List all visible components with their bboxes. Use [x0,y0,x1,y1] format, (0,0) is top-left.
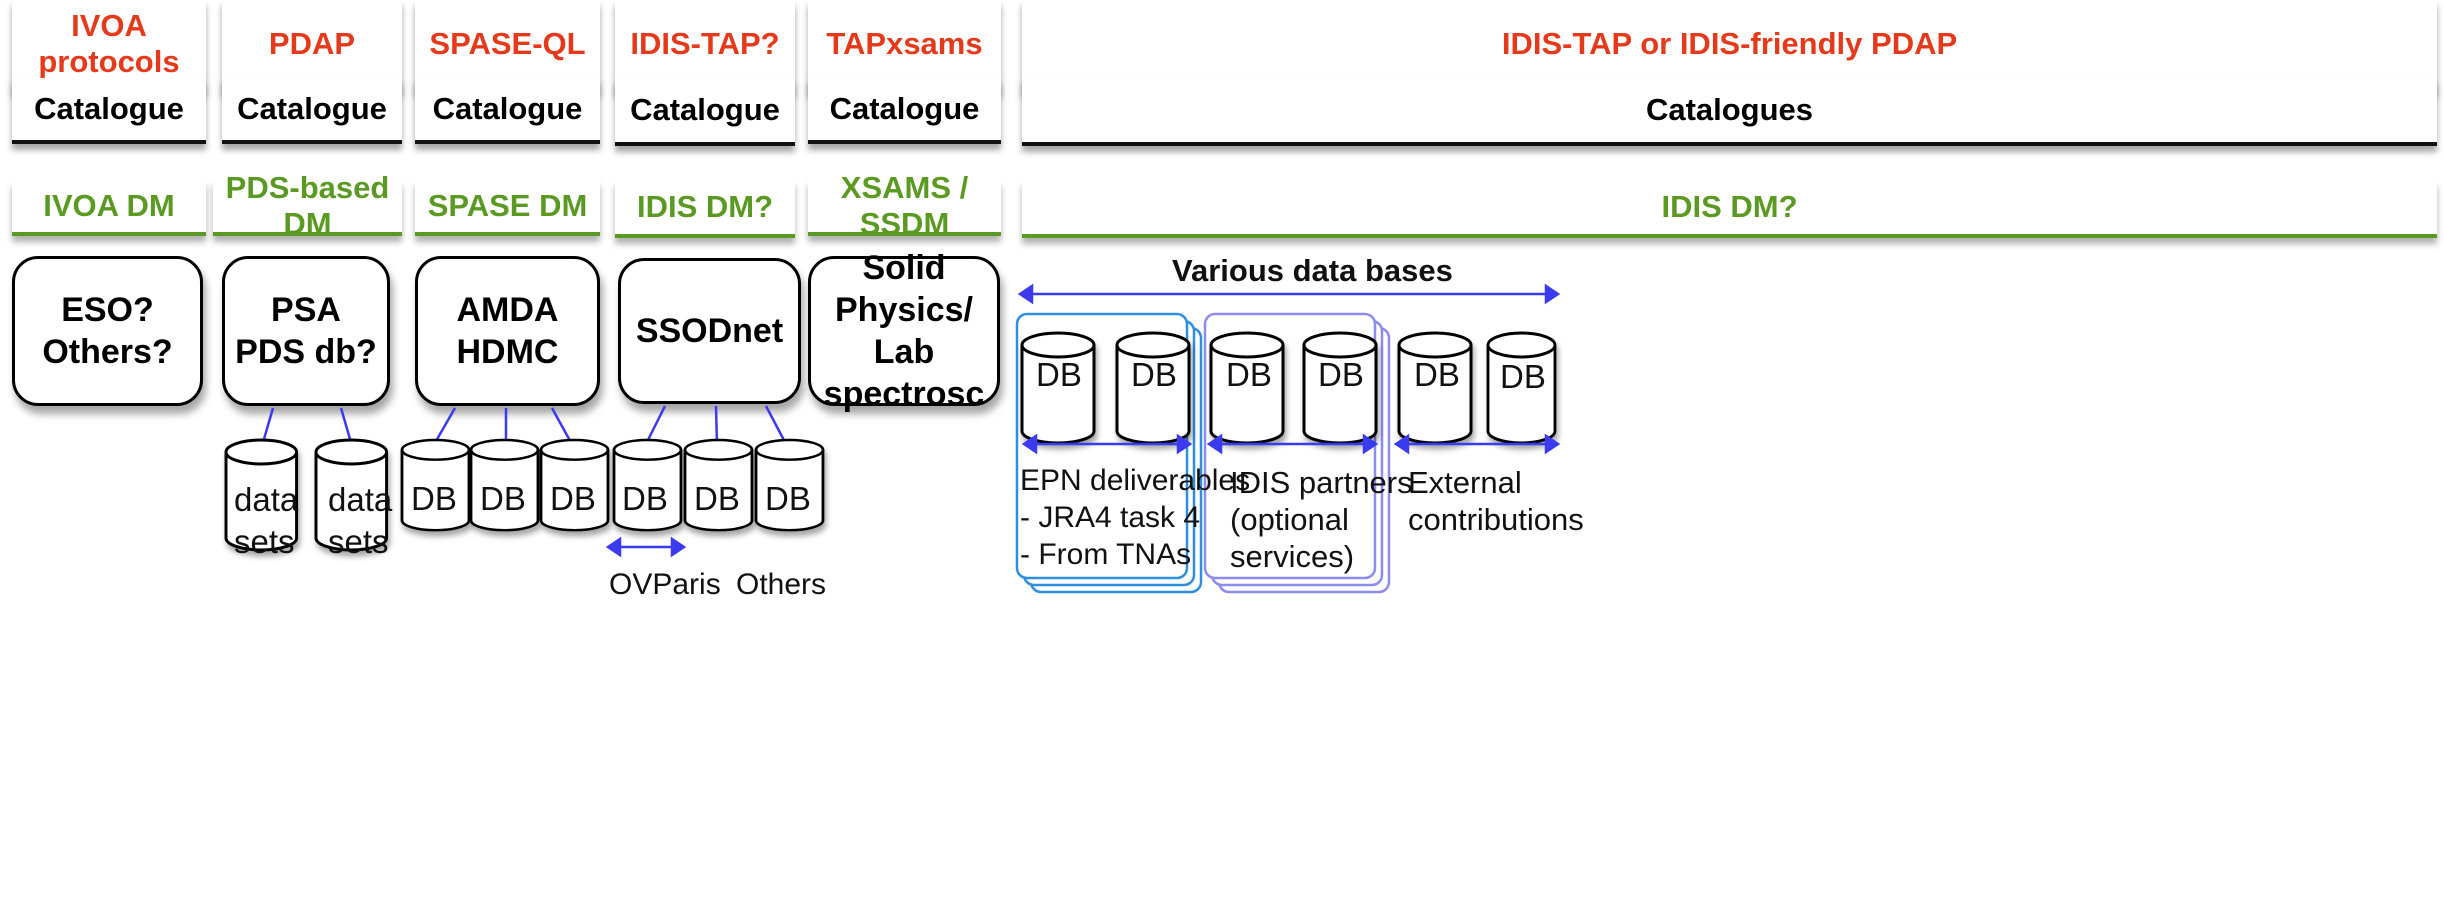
datamodel-ivoa: IVOA DM [12,180,206,236]
db-label-left-5: DB [694,480,740,517]
db-label-right-3: DB [1226,356,1272,393]
database-solid-line2: Lab spectrosc [823,333,985,413]
db-label-right-2: DB [1131,356,1177,393]
catalogues-various: Catalogues [1022,78,2437,146]
protocol-idis-tap: IDIS-TAP? [615,0,795,92]
database-ssodnet: SSODnet [618,258,801,404]
db-label-left-1: DB [411,480,457,517]
ovparis-label: OVParis [609,568,721,601]
range-arrows [605,283,1561,558]
db-label-left-3: DB [550,480,596,517]
db-label-left-2: DB [480,480,526,517]
catalogue-spase: Catalogue [415,78,600,144]
db-label-right-1: DB [1036,356,1082,393]
database-amda-line1: AMDA [456,291,559,329]
database-psa-line1: PSA [271,291,341,329]
database-solid-physics: Solid Physics/ Lab spectrosc [808,249,1000,413]
database-eso-line1: ESO? [61,291,154,329]
datasets-label-1: data sets [234,481,299,560]
database-ssodnet-label: SSODnet [635,312,784,350]
database-amda-line2: HDMC [456,333,559,371]
database-eso: ESO? Others? [12,256,203,406]
database-eso-line2: Others? [42,333,173,371]
catalogue-xsams: Catalogue [808,78,1001,144]
datamodel-idis-global: IDIS DM? [1022,180,2437,238]
others-label: Others [736,568,827,601]
group-external-label: External contributions [1408,465,1584,537]
protocol-tapxsams: TAPxsams [808,0,1001,92]
database-psa-line2: PDS db? [235,333,377,371]
group-epn-label: EPN deliverables - JRA4 task 4 - From TN… [1020,464,1251,571]
group-idis-label: IDIS partners (optional services) [1230,465,1413,574]
db-label-left-4: DB [622,480,668,517]
db-label-right-4: DB [1318,356,1364,393]
database-amda: AMDA HDMC [415,256,600,406]
datamodel-spase: SPASE DM [415,180,600,236]
catalogue-ivoa: Catalogue [12,78,206,144]
db-label-right-6: DB [1500,358,1546,395]
db-label-left-6: DB [765,480,811,517]
datasets-label-2: data sets [328,481,393,560]
db-label-right-5: DB [1414,356,1460,393]
catalogue-pdap: Catalogue [222,78,402,144]
database-psa: PSA PDS db? [222,256,390,406]
catalogue-idis: Catalogue [615,78,795,146]
datamodel-idis: IDIS DM? [615,180,795,238]
various-databases-title: Various data bases [1172,253,1453,288]
protocol-spase-ql: SPASE-QL [415,0,600,92]
database-solid-line1: Solid Physics/ [835,249,973,329]
